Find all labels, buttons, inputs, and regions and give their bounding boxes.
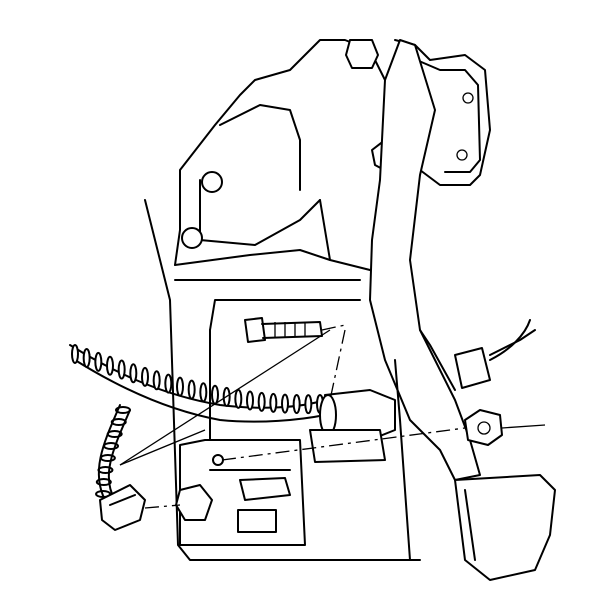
harness-coil <box>71 344 79 364</box>
harness-coil <box>292 394 301 415</box>
harness-coil <box>164 373 173 394</box>
harness-coil <box>234 388 243 409</box>
lower-bracket <box>175 439 306 546</box>
brake-pedal-arm <box>369 39 481 561</box>
harness-coil <box>94 351 103 372</box>
harness-coil <box>304 394 313 415</box>
harness-coils <box>71 344 324 498</box>
bolt-hole <box>201 171 223 193</box>
harness-clip-upper <box>454 329 536 389</box>
harness-coil <box>257 391 266 412</box>
harness-coil <box>211 384 219 405</box>
wiring-harness <box>69 319 531 501</box>
harness-coil <box>141 366 149 387</box>
connector <box>99 484 181 531</box>
harness-coil <box>269 392 278 413</box>
pedal-pad <box>454 474 556 581</box>
nut <box>464 409 546 446</box>
bolt-hole <box>181 227 203 249</box>
callout-lines <box>119 329 466 466</box>
harness-coil <box>187 379 196 400</box>
bolt <box>244 317 346 343</box>
pedal-support-bracket <box>144 39 421 561</box>
harness-coil <box>176 376 184 397</box>
harness-coil <box>246 390 254 411</box>
harness-coil <box>199 382 208 403</box>
harness-grommet <box>309 389 396 463</box>
harness-coil <box>152 370 161 391</box>
harness-coil <box>281 393 289 414</box>
harness-coil <box>82 347 91 368</box>
harness-coil <box>106 355 114 376</box>
harness-coil <box>129 363 138 384</box>
harness-coil <box>117 359 126 380</box>
